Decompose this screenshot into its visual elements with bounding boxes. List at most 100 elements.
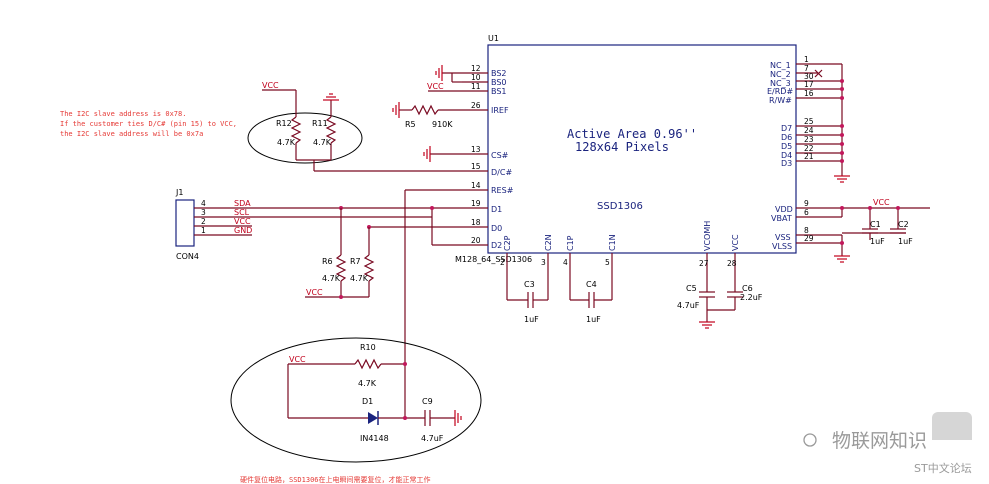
- pin-label-c1p: C1P: [566, 235, 575, 251]
- pin-num: 6: [804, 208, 809, 217]
- pin-label-bs2: BS2: [491, 69, 507, 78]
- pin-num: 11: [471, 82, 481, 91]
- address-select: VCC R12 4.7K R11 4.7K: [247, 81, 462, 172]
- d1-value: IN4148: [360, 434, 389, 443]
- pin-label-d0: D0: [491, 224, 502, 233]
- pin-label-rw: R/W#: [769, 96, 792, 105]
- c5-ref: C5: [686, 284, 697, 293]
- pin-num: 16: [804, 89, 814, 98]
- diode-d1: [368, 412, 378, 424]
- u1-bottom-pins: 2 C2P 3 C2N 4 C1P 5 C1N 27 VCOMH 28 VCC: [500, 221, 740, 300]
- vcomh-vcc-capacitors: C5 4.7uF C6 2.2uF: [677, 284, 763, 329]
- net-scl: SCL: [234, 208, 250, 217]
- u1-body: [487, 44, 797, 254]
- j1-body: [175, 199, 195, 247]
- c1-ref: C1: [870, 220, 881, 229]
- pin-label-erd: E/RD#: [767, 87, 793, 96]
- pin-label-iref: IREF: [491, 106, 509, 115]
- pin-num: 19: [471, 199, 481, 208]
- pin-num: 14: [471, 181, 481, 190]
- pin-label-d1: D1: [491, 205, 502, 214]
- watermark-title: 物联网知识: [832, 430, 927, 452]
- pin-label-res: RES#: [491, 186, 514, 195]
- c3-ref: C3: [524, 280, 535, 289]
- pin-label-d5: D5: [781, 142, 792, 151]
- pin-num: 30: [804, 72, 814, 81]
- pin-label-bs0: BS0: [491, 78, 507, 87]
- c6-value: 2.2uF: [740, 293, 763, 302]
- reset-circuit: VCC R10 4.7K D1 IN4148 C9 4.7uF: [230, 189, 482, 463]
- pin-num: 2: [500, 258, 505, 267]
- pin-num: 9: [804, 199, 809, 208]
- pin-num: 13: [471, 145, 481, 154]
- net-gnd: GND: [234, 226, 252, 235]
- pin-num: 29: [804, 234, 814, 243]
- r12-ref: R12: [276, 119, 292, 128]
- pin-label-nc2: NC_2: [770, 70, 791, 79]
- c9-ref: C9: [422, 397, 433, 406]
- pin-label-vlss: VLSS: [772, 242, 792, 251]
- pin-label-d6: D6: [781, 133, 792, 142]
- c2-value: 1uF: [898, 237, 913, 246]
- pin-label-c1n: C1N: [608, 234, 617, 251]
- pin-label-d4: D4: [781, 151, 792, 160]
- pin-num: 20: [471, 236, 481, 245]
- pin-label-vcomh: VCOMH: [703, 221, 712, 251]
- j1-pin-num: 1: [201, 226, 206, 235]
- i2c-note-line-2: If the customer ties D/C# (pin 15) to VC…: [60, 120, 237, 128]
- pin-num: 5: [605, 258, 610, 267]
- r11-ref: R11: [312, 119, 328, 128]
- i2c-note-line-3: the I2C slave address will be 0x7a: [60, 130, 203, 138]
- c9-value: 4.7uF: [421, 434, 444, 443]
- pin-label-d7: D7: [781, 124, 792, 133]
- vcc-net-label-bs1: VCC: [427, 82, 444, 91]
- reset-circuit-note: 硬件复位电路，SSD1306在上电瞬间需要复位，才能正常工作: [240, 475, 431, 484]
- i2c-routing: R6 4.7K R7 4.7K VCC: [305, 206, 462, 299]
- net-sda: SDA: [234, 199, 251, 208]
- pin-num: 23: [804, 135, 814, 144]
- j1-ref: J1: [175, 188, 183, 197]
- r5-ref: R5: [405, 120, 416, 129]
- ground-symbol: [423, 146, 431, 162]
- pin-label-d3: D3: [781, 159, 792, 168]
- pin-num: 17: [804, 80, 814, 89]
- pin-num: 4: [563, 258, 568, 267]
- c5-value: 4.7uF: [677, 301, 700, 310]
- r10-ref: R10: [360, 343, 376, 352]
- pin-label-dc: D/C#: [491, 168, 512, 177]
- u1-chip: U1 M128_64_SSD1306 SSD1306 Active Area 0…: [455, 34, 797, 264]
- r5-value: 910K: [432, 120, 453, 129]
- r6-value: 4.7K: [322, 274, 341, 283]
- pin-label-vss: VSS: [775, 233, 791, 242]
- r11-value: 4.7K: [313, 138, 332, 147]
- pin-label-vdd: VDD: [775, 205, 793, 214]
- pin-label-vcc: VCC: [731, 234, 740, 251]
- pin-num: 3: [541, 258, 546, 267]
- r12-value: 4.7K: [277, 138, 296, 147]
- pin-num: 1: [804, 55, 809, 64]
- active-area-line-2: 128x64 Pixels: [575, 140, 669, 154]
- c4-ref: C4: [586, 280, 597, 289]
- pin-label-d2: D2: [491, 241, 502, 250]
- pin-label-cs: CS#: [491, 151, 509, 160]
- c3-value: 1uF: [524, 315, 539, 324]
- pin-label-vbat: VBAT: [771, 214, 792, 223]
- ground-symbol: [454, 410, 462, 426]
- r10-value: 4.7K: [358, 379, 377, 388]
- reset-circuit-circle: [230, 337, 482, 463]
- ground-symbol: [435, 65, 443, 81]
- j1-pin-num: 2: [201, 217, 206, 226]
- net-vcc: VCC: [234, 217, 251, 226]
- r7-value: 4.7K: [350, 274, 369, 283]
- j1-pin-num: 3: [201, 208, 206, 217]
- watermark-subtitle: ST中文论坛: [914, 461, 972, 475]
- charge-pump-capacitors: C3 1uF C4 1uF: [507, 280, 612, 324]
- pin-num: 26: [471, 101, 481, 110]
- vcc-net-label-pullup: VCC: [306, 288, 323, 297]
- pin-num: 15: [471, 162, 481, 171]
- pin-num: 24: [804, 126, 814, 135]
- ground-symbol: [392, 102, 400, 118]
